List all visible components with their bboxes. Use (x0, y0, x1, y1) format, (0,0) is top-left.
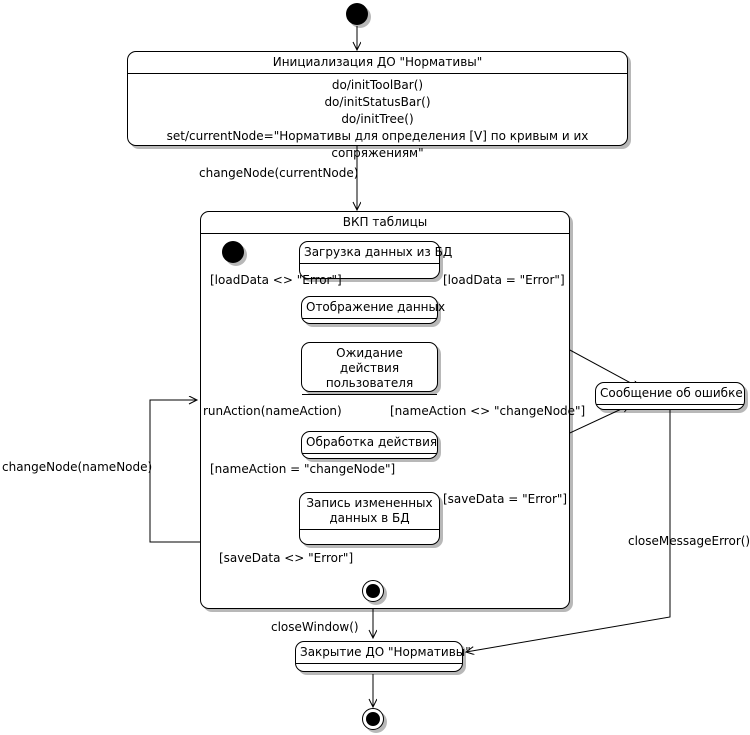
state-show-data-title: Отображение данных (306, 300, 446, 314)
state-close-document[interactable]: Закрытие ДО "Нормативы" (295, 641, 471, 672)
label-load-data-ok: [loadData <> "Error"] (210, 273, 342, 287)
state-process-action-title: Обработка действия (306, 435, 438, 449)
final-state-node (362, 708, 384, 730)
state-separator (302, 394, 437, 395)
state-separator (300, 529, 439, 530)
state-separator (128, 73, 627, 74)
action-line: do/initToolBar() (331, 78, 424, 92)
state-error-message-title: Сообщение об ошибке (600, 386, 743, 400)
state-load-data-title: Загрузка данных из БД (304, 245, 453, 259)
label-change-node-current: changeNode(currentNode) (199, 166, 359, 180)
label-name-action-ne: [nameAction <> "changeNode"] (390, 404, 586, 418)
state-error-message[interactable]: Сообщение об ошибке (595, 382, 745, 410)
label-save-data-error: [saveData = "Error"] (443, 492, 568, 506)
action-line: do/initStatusBar() (324, 95, 431, 109)
inner-initial-state-node (222, 241, 244, 263)
label-load-data-error: [loadData = "Error"] (443, 273, 565, 287)
state-load-data[interactable]: Загрузка данных из БД (299, 241, 453, 279)
state-process-action[interactable]: Обработка действия (301, 431, 438, 459)
state-wait-user-action[interactable]: Ожидание действия пользователя (301, 342, 438, 395)
label-save-data-ok: [saveData <> "Error"] (219, 551, 354, 565)
action-line: do/initTree() (341, 112, 414, 126)
state-close-document-title: Закрытие ДО "Нормативы" (300, 645, 471, 659)
edge-composite-selfloop (149, 400, 200, 543)
state-separator (596, 404, 744, 405)
state-separator (300, 263, 439, 264)
state-show-data[interactable]: Отображение данных (301, 296, 446, 324)
composite-state-title: ВКП таблицы (201, 212, 569, 234)
state-save-data-title: Запись измененных данных в БД (306, 496, 433, 525)
state-initialization[interactable]: Инициализация ДО "Нормативы" do/initTool… (127, 51, 628, 160)
state-initialization-actions: do/initToolBar() do/initStatusBar() do/i… (128, 74, 627, 167)
state-separator (302, 318, 437, 319)
label-change-node-name: changeNode(nameNode) (2, 460, 153, 474)
inner-final-state-node (362, 580, 384, 602)
state-wait-user-action-title: Ожидание действия пользователя (325, 346, 414, 390)
label-name-action-eq: [nameAction = "changeNode"] (210, 462, 396, 476)
state-save-data[interactable]: Запись измененных данных в БД (299, 492, 440, 545)
state-separator (296, 663, 462, 664)
label-run-action: runAction(nameAction) (203, 404, 342, 418)
state-initialization-title: Инициализация ДО "Нормативы" (272, 55, 483, 69)
edge-error-to-close (466, 410, 671, 652)
state-separator (302, 453, 437, 454)
label-close-message-error: closeMessageError() (628, 534, 750, 548)
initial-state-node (346, 3, 368, 25)
action-line: set/currentNode="Нормативы для определен… (166, 129, 589, 160)
label-close-window: closeWindow() (271, 620, 359, 634)
